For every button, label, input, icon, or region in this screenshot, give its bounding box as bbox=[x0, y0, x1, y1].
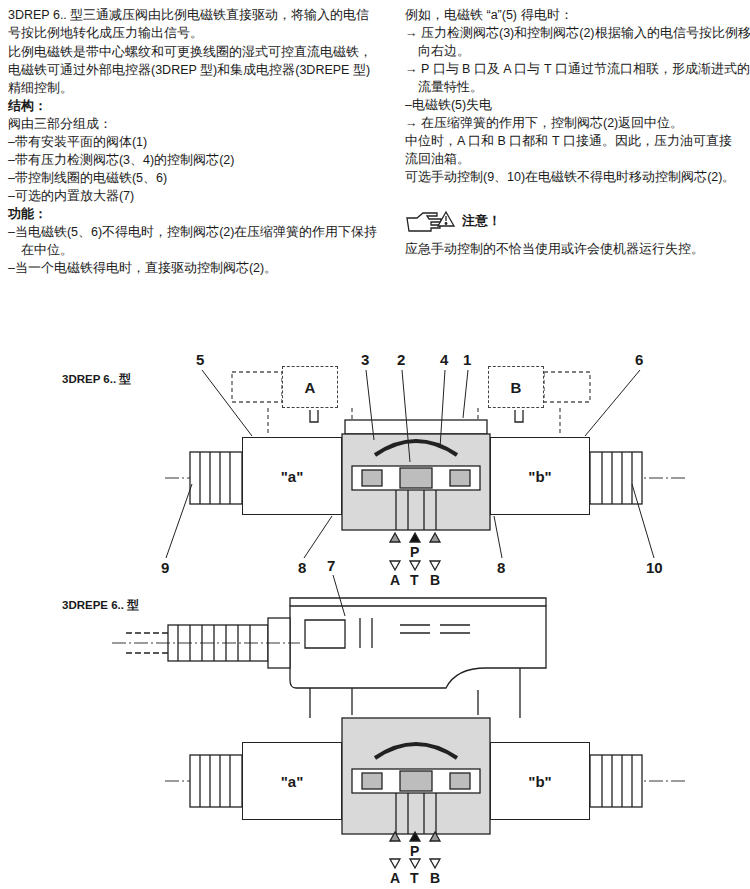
port-label: B bbox=[430, 871, 440, 886]
port-label: B bbox=[430, 573, 440, 588]
solenoid-body: "a" bbox=[242, 742, 342, 820]
port-label: T bbox=[410, 573, 419, 588]
port-label: P bbox=[410, 844, 419, 859]
solenoid-body: "b" bbox=[490, 437, 590, 515]
solenoid-letter: "a" bbox=[281, 773, 304, 790]
solenoid-letter: A bbox=[305, 379, 316, 396]
list-item: –电磁铁(5)失电 bbox=[405, 96, 750, 114]
callout-number: 8 bbox=[497, 560, 505, 576]
callout-number: 3 bbox=[361, 352, 369, 368]
port-label: T bbox=[410, 871, 419, 886]
body-text: 可选手动控制(9、10)在电磁铁不得电时移动控制阀芯(2)。 bbox=[405, 168, 743, 186]
body-text: 3DREP 6.. 型三通减压阀由比例电磁铁直接驱动，将输入的电信号按比例地转化… bbox=[8, 6, 373, 42]
warning-heading: 注意！ bbox=[462, 212, 501, 230]
body-text: 例如，电磁铁 “a”(5) 得电时： bbox=[405, 6, 743, 24]
figure-title: 3DREPE 6.. 型 bbox=[62, 596, 139, 614]
body-text: 中位时，A 口和 B 口都和 T 口接通。因此，压力油可直接流回油箱。 bbox=[405, 132, 743, 168]
callout-number: 7 bbox=[327, 558, 335, 574]
callout-number: 6 bbox=[635, 352, 643, 368]
solenoid-letter: "a" bbox=[281, 468, 304, 485]
coil-outline: A bbox=[282, 366, 338, 408]
port-label: A bbox=[390, 871, 400, 886]
callout-number: 1 bbox=[463, 352, 471, 368]
callout-number: 10 bbox=[646, 560, 663, 576]
solenoid-body: "b" bbox=[490, 742, 590, 820]
port-label: P bbox=[410, 545, 419, 560]
callout-number: 5 bbox=[196, 352, 204, 368]
solenoid-letter: "b" bbox=[528, 468, 551, 485]
list-item: –带控制线圈的电磁铁(5、6) bbox=[8, 169, 386, 187]
solenoid-body: "a" bbox=[242, 437, 342, 515]
list-item: → 压力检测阀芯(3)和控制阀芯(2)根据输入的电信号按比例移向右边。 bbox=[405, 24, 750, 60]
section-heading: 功能： bbox=[8, 205, 373, 223]
solenoid-letter: "b" bbox=[528, 773, 551, 790]
body-text: 比例电磁铁是带中心螺纹和可更换线圈的湿式可控直流电磁铁，电磁铁可通过外部电控器(… bbox=[8, 43, 373, 97]
section-heading: 结构： bbox=[8, 97, 373, 115]
body-text: 应急手动控制的不恰当使用或许会使机器运行失控。 bbox=[405, 240, 743, 258]
callout-number: 2 bbox=[397, 352, 405, 368]
list-item: –当电磁铁(5、6)不得电时，控制阀芯(2)在压缩弹簧的作用下保持在中位。 bbox=[8, 223, 386, 259]
solenoid-letter: B bbox=[511, 379, 522, 396]
list-item: –当一个电磁铁得电时，直接驱动控制阀芯(2)。 bbox=[8, 259, 386, 277]
body-text: 阀由三部分组成： bbox=[8, 115, 373, 133]
list-item: –可选的内置放大器(7) bbox=[8, 187, 386, 205]
list-item: → P 口与 B 口及 A 口与 T 口通过节流口相联，形成渐进式的流量特性。 bbox=[405, 60, 750, 96]
callout-number: 4 bbox=[440, 352, 448, 368]
callout-number: 9 bbox=[161, 560, 169, 576]
figure-title: 3DREP 6.. 型 bbox=[62, 370, 131, 388]
callout-number: 8 bbox=[298, 560, 306, 576]
list-item: –带有压力检测阀芯(3、4)的控制阀芯(2) bbox=[8, 151, 386, 169]
list-item: –带有安装平面的阀体(1) bbox=[8, 133, 386, 151]
list-item: → 在压缩弹簧的作用下，控制阀芯(2)返回中位。 bbox=[405, 114, 750, 132]
coil-outline: B bbox=[488, 366, 544, 408]
port-label: A bbox=[390, 573, 400, 588]
